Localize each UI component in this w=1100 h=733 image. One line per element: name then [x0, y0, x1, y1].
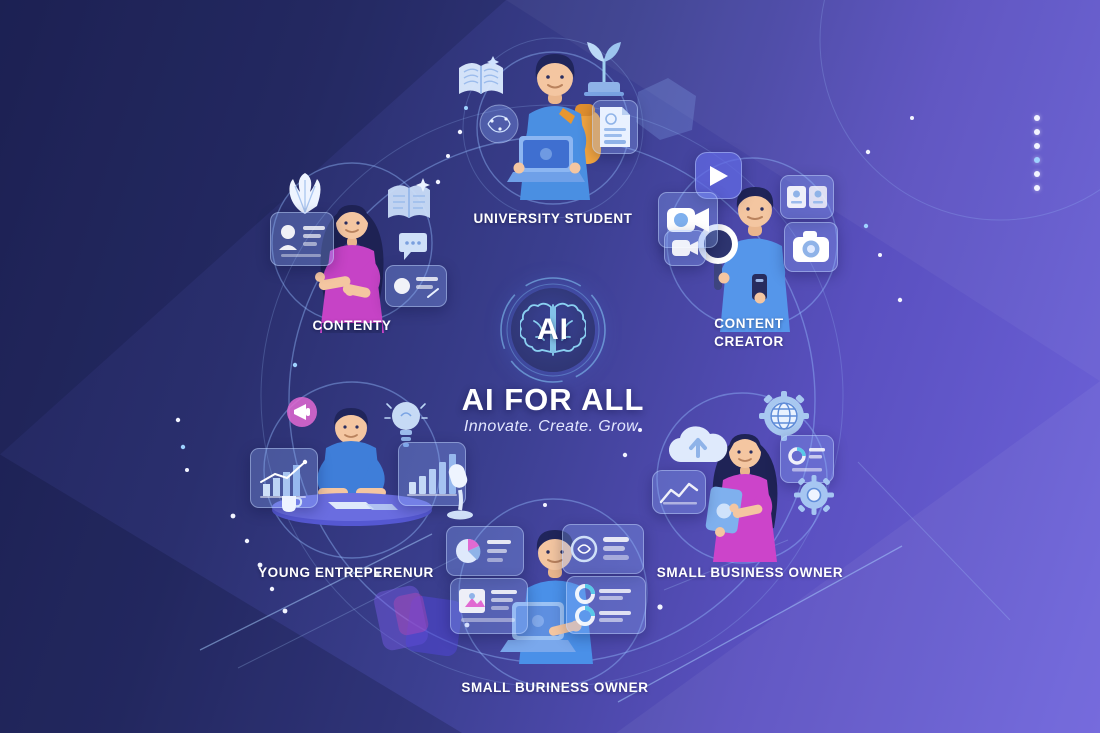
blob-decor	[393, 592, 429, 636]
pager-dot-4-active[interactable]	[1034, 157, 1040, 163]
decor-dots	[175, 106, 914, 628]
pager-dot-5[interactable]	[1034, 171, 1040, 177]
pager-dot-2[interactable]	[1034, 129, 1040, 135]
pagination-dots	[1034, 115, 1040, 191]
hexagon-decor	[636, 78, 696, 140]
pager-dot-1[interactable]	[1034, 115, 1040, 121]
pager-dot-3[interactable]	[1034, 143, 1040, 149]
pager-dot-6[interactable]	[1034, 185, 1040, 191]
blob-decor	[405, 595, 463, 657]
